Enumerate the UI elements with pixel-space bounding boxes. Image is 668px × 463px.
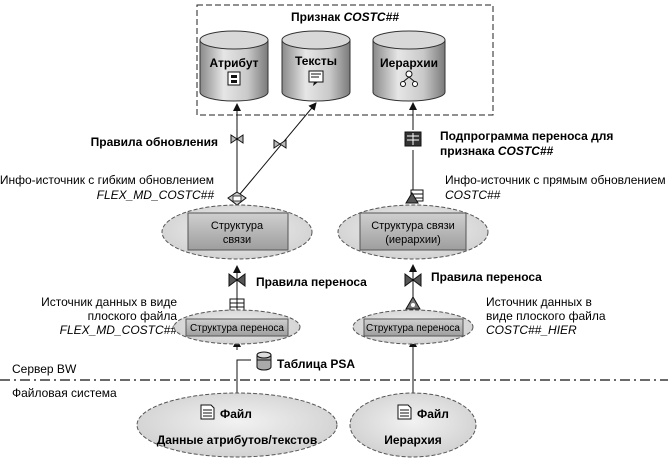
- right-file: Файл Иерархия: [349, 392, 477, 458]
- transfer-program-line1: Подпрограмма переноса для: [440, 129, 613, 143]
- update-rule-icon-attribute: [230, 134, 244, 144]
- transfer-program-icon: [404, 131, 422, 147]
- right-datasource-line2: виде плоского файла: [486, 309, 606, 323]
- file-icon: [397, 404, 412, 420]
- characteristic-title: Признак COSTC##: [291, 10, 399, 24]
- transfer-program-line2: признака COSTC##: [440, 144, 554, 158]
- right-transfer-structure-label: Структура переноса: [366, 323, 460, 334]
- left-transfer-structure: Структура переноса: [173, 309, 301, 345]
- left-datasource-name: FLEX_MD_COSTC##: [60, 323, 178, 337]
- attribute-icon: [227, 71, 241, 86]
- left-infosource-name: FLEX_MD_COSTC##: [97, 188, 215, 202]
- psa-label: Таблица PSA: [277, 357, 355, 371]
- hierarchy-datasource-icon: [405, 296, 421, 310]
- left-comm-structure-line2: связи: [223, 234, 251, 246]
- attribute-label: Атрибут: [209, 56, 258, 70]
- right-comm-structure-line1: Структура связи: [371, 220, 455, 232]
- filesystem-zone-label: Файловая система: [12, 386, 117, 400]
- right-datasource-line1: Источник данных в: [486, 295, 592, 309]
- right-infosource-name: COSTC##: [445, 188, 501, 202]
- hierarchies-cylinder: Иерархии: [372, 30, 446, 102]
- left-infosource-label: Инфо-источник с гибким обновлением: [0, 173, 214, 187]
- texts-cylinder: Тексты: [281, 30, 351, 102]
- left-file-label: Файл: [220, 407, 252, 421]
- right-transfer-structure: Структура переноса: [352, 309, 474, 345]
- hierarchies-label: Иерархии: [380, 56, 438, 70]
- update-rule-icon-texts: [273, 139, 287, 149]
- left-datasource-line1: Источник данных в виде: [41, 295, 177, 309]
- flexible-infosource-icon: [227, 191, 247, 206]
- hierarchy-icon: [400, 70, 418, 87]
- update-rules-label: Правила обновления: [91, 135, 218, 149]
- server-zone-label: Сервер BW: [12, 362, 77, 376]
- left-communication-structure: Структура связи: [161, 204, 313, 260]
- file-icon: [200, 404, 215, 420]
- right-transfer-rules-label: Правила переноса: [431, 270, 542, 284]
- left-comm-structure-line1: Структура: [211, 220, 264, 232]
- right-comm-structure-line2: (иерархии): [385, 234, 441, 246]
- left-datasource-line2: плоского файла: [88, 309, 178, 323]
- right-transfer-rule-icon: [404, 273, 422, 287]
- left-transfer-rule-icon: [228, 273, 246, 287]
- direct-infosource-icon: [405, 189, 424, 204]
- left-file-desc: Данные атрибутов/текстов: [157, 433, 318, 447]
- attribute-cylinder: Атрибут: [199, 30, 269, 102]
- psa-table-icon: [256, 351, 272, 371]
- left-transfer-structure-label: Структура переноса: [190, 323, 284, 334]
- left-transfer-rules-label: Правила переноса: [256, 275, 367, 289]
- right-file-label: Файл: [417, 407, 449, 421]
- right-file-desc: Иерархия: [384, 433, 442, 447]
- texts-label: Тексты: [295, 54, 337, 68]
- right-datasource-name: COSTC##_HIER: [486, 323, 577, 337]
- left-file: Файл Данные атрибутов/текстов: [136, 392, 338, 458]
- right-infosource-label: Инфо-источник с прямым обновлением: [445, 173, 666, 187]
- texts-icon: [308, 70, 324, 86]
- flat-file-datasource-icon: [229, 298, 245, 312]
- right-communication-structure: Структура связи (иерархии): [337, 204, 489, 260]
